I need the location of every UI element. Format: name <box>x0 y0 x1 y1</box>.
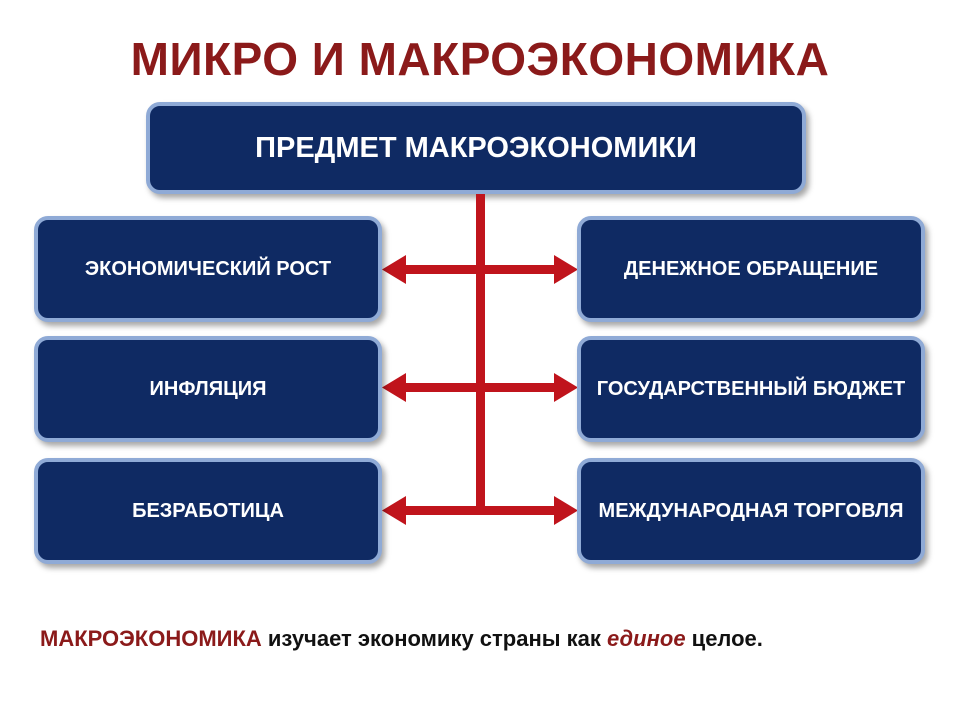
right-box-label: ДЕНЕЖНОЕ ОБРАЩЕНИЕ <box>623 257 879 280</box>
left-box-label: БЕЗРАБОТИЦА <box>132 499 284 522</box>
connector-bar-2 <box>400 383 562 392</box>
arrow-left-2 <box>382 373 406 402</box>
arrow-right-2 <box>554 373 578 402</box>
arrow-left-1 <box>382 255 406 284</box>
right-box-money-circulation: ДЕНЕЖНОЕ ОБРАЩЕНИЕ <box>577 216 925 322</box>
right-box-label: ГОСУДАРСТВЕННЫЙ БЮДЖЕТ <box>596 377 906 400</box>
right-box-label: МЕЖДУНАРОДНАЯ ТОРГОВЛЯ <box>598 499 904 522</box>
connector-bar-1 <box>400 265 562 274</box>
arrow-right-1 <box>554 255 578 284</box>
arrow-left-3 <box>382 496 406 525</box>
footer-term: МАКРОЭКОНОМИКА <box>40 626 262 651</box>
left-box-inflation: ИНФЛЯЦИЯ <box>34 336 382 442</box>
right-box-state-budget: ГОСУДАРСТВЕННЫЙ БЮДЖЕТ <box>577 336 925 442</box>
slide-title: МИКРО И МАКРОЭКОНОМИКА <box>130 33 830 85</box>
footer-definition: МАКРОЭКОНОМИКА изучает экономику страны … <box>40 626 940 652</box>
left-box-label: ЭКОНОМИЧЕСКИЙ РОСТ <box>84 257 332 280</box>
footer-text-before: изучает экономику страны как <box>261 626 608 651</box>
right-box-international-trade: МЕЖДУНАРОДНАЯ ТОРГОВЛЯ <box>577 458 925 564</box>
footer-emphasis: единое <box>607 626 686 651</box>
vertical-trunk-line <box>476 194 485 512</box>
left-box-economic-growth: ЭКОНОМИЧЕСКИЙ РОСТ <box>34 216 382 322</box>
root-box: ПРЕДМЕТ МАКРОЭКОНОМИКИ <box>146 102 806 194</box>
root-box-label: ПРЕДМЕТ МАКРОЭКОНОМИКИ <box>255 131 697 164</box>
left-box-label: ИНФЛЯЦИЯ <box>149 377 267 400</box>
left-box-unemployment: БЕЗРАБОТИЦА <box>34 458 382 564</box>
footer-text-after: целое. <box>685 626 763 651</box>
arrow-right-3 <box>554 496 578 525</box>
connector-bar-3 <box>400 506 562 515</box>
